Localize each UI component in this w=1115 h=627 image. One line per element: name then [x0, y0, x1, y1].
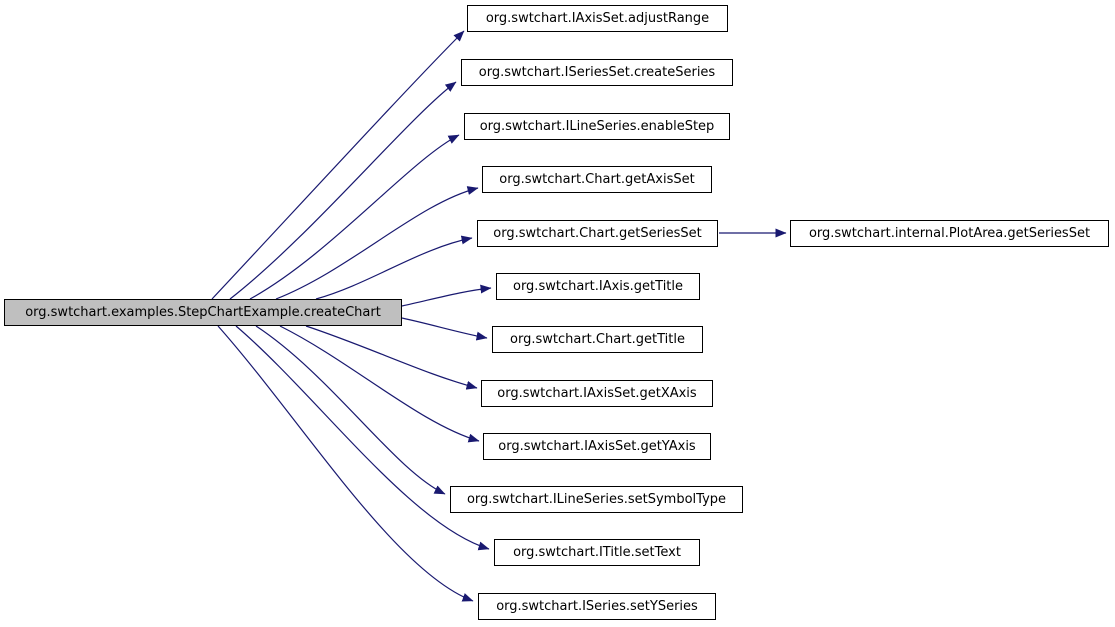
node-setText[interactable]: org.swtchart.ITitle.setText: [494, 539, 700, 566]
node-getAxisSet[interactable]: org.swtchart.Chart.getAxisSet: [482, 166, 712, 193]
edge-createChart-enableStep: [249, 134, 460, 300]
edge-createChart-chartGetTitle: [401, 317, 488, 341]
node-setSymbolType[interactable]: org.swtchart.ILineSeries.setSymbolType: [450, 486, 743, 513]
edge-createChart-createSeries: [229, 81, 457, 300]
edge-createChart-setSymbolType: [255, 325, 446, 495]
node-adjustRange[interactable]: org.swtchart.IAxisSet.adjustRange: [467, 5, 728, 32]
node-iaxisGetTitle[interactable]: org.swtchart.IAxis.getTitle: [496, 273, 700, 300]
edge-createChart-setText: [235, 325, 490, 551]
node-enableStep[interactable]: org.swtchart.ILineSeries.enableStep: [464, 113, 730, 140]
node-createChart: org.swtchart.examples.StepChartExample.c…: [4, 299, 402, 326]
node-getXAxis[interactable]: org.swtchart.IAxisSet.getXAxis: [481, 380, 713, 407]
edge-createChart-getXAxis: [305, 325, 478, 390]
node-getYAxis[interactable]: org.swtchart.IAxisSet.getYAxis: [483, 433, 711, 460]
node-chartGetTitle[interactable]: org.swtchart.Chart.getTitle: [492, 326, 703, 353]
edge-createChart-chartGetSeriesSet: [315, 235, 473, 300]
edge-createChart-getAxisSet: [275, 186, 479, 300]
node-plotAreaGetSeriesSet[interactable]: org.swtchart.internal.PlotArea.getSeries…: [790, 220, 1109, 247]
node-setYSeries[interactable]: org.swtchart.ISeries.setYSeries: [478, 593, 716, 620]
node-chartGetSeriesSet[interactable]: org.swtchart.Chart.getSeriesSet: [477, 220, 718, 247]
edge-createChart-setYSeries: [217, 325, 474, 602]
edge-createChart-getYAxis: [279, 325, 480, 443]
node-createSeries[interactable]: org.swtchart.ISeriesSet.createSeries: [461, 59, 733, 86]
edge-createChart-iaxisGetTitle: [401, 284, 492, 307]
edge-createChart-adjustRange: [211, 30, 465, 300]
